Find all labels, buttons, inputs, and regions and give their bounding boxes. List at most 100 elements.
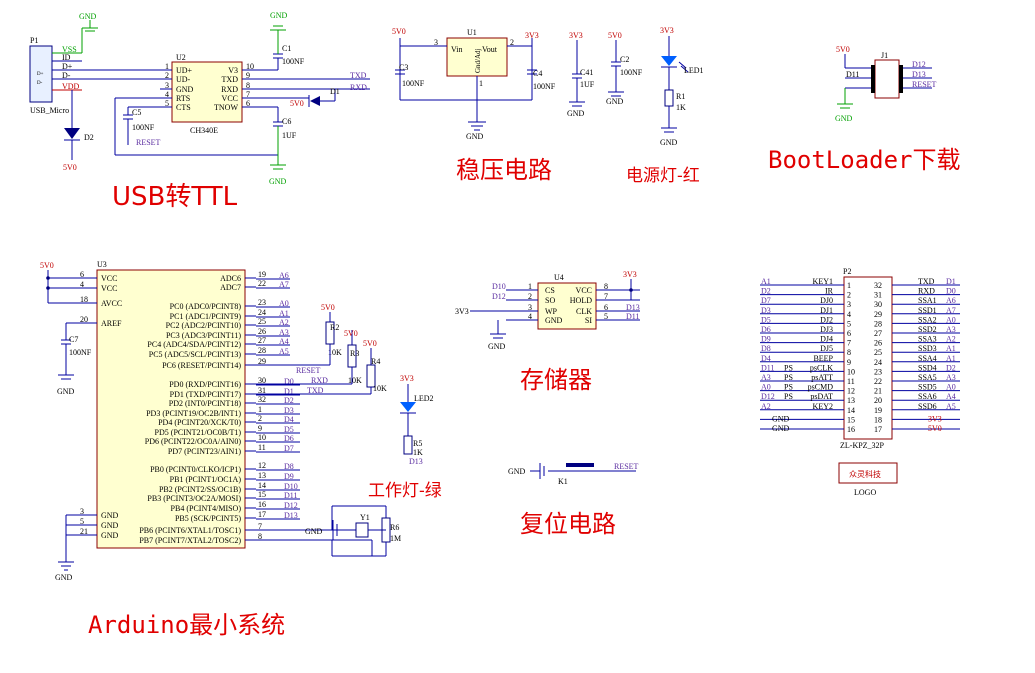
c3-value: 100NF — [402, 79, 425, 88]
p2-pin-signal: SSA2 — [918, 315, 937, 324]
mcu-net-label: D12 — [284, 501, 298, 510]
u1-ref: U1 — [467, 28, 477, 37]
ch340-ref: U2 — [176, 53, 186, 62]
p2-net-label: A4 — [946, 392, 956, 401]
flash-pin-name: SI — [585, 316, 592, 325]
mcu-pin-num: 19 — [258, 270, 266, 279]
c4-value: 100NF — [533, 82, 556, 91]
d1-label: D1 — [330, 87, 340, 96]
p2-net-label: A0 — [946, 383, 956, 392]
mcu-net-label: A7 — [279, 280, 289, 289]
ch340-reset-label: RESET — [136, 138, 161, 147]
mcu-net-label: D2 — [284, 396, 294, 405]
p2-net-label: D5 — [761, 315, 771, 324]
p2-pin-num: 20 — [874, 396, 882, 405]
usb-pin-dm: D- — [37, 81, 43, 86]
r6-label: R6 — [390, 523, 399, 532]
power-led-title: 电源灯-红 — [626, 166, 700, 186]
resistor-r1 — [664, 89, 674, 107]
ch340-txd-net: TXD — [350, 71, 367, 80]
c6-gnd-label: GND — [269, 177, 287, 186]
usb-vss-label: VSS — [62, 45, 77, 54]
p2-net-label: D8 — [761, 344, 771, 353]
p2-pin-signal: KEY1 — [813, 277, 833, 286]
mcu-net-label: RESET — [296, 366, 321, 375]
mcu-pin-name: PD2 (INT0/PCINT18) — [169, 399, 242, 408]
reg-3v3-label: 3V3 — [525, 31, 539, 40]
p2-pin-signal: psATT — [811, 373, 833, 382]
c7-label: C7 — [69, 335, 78, 344]
p2-pin-signal2: PS — [784, 373, 793, 382]
ch340-pin-name: UD- — [176, 75, 191, 84]
mcu-pin-name: PB7 (PCINT7/XTAL2/TOSC2) — [139, 536, 241, 545]
mcu-pin-name: PB5 (SCK/PCINT5) — [175, 514, 241, 523]
mcu-pin-num: 6 — [80, 270, 84, 279]
mcu-pin-num: 30 — [258, 376, 266, 385]
p2-net-label: D0 — [946, 287, 956, 296]
r3-5v-label: 5V0 — [344, 329, 358, 338]
mcu-pin-name: PD7 (PCINT23/AIN1) — [168, 447, 241, 456]
p2-net-label: GND — [772, 414, 790, 423]
flash-pin-name: CLK — [576, 307, 592, 316]
mcu-pin-name: PC5 (ADC5/SCL/PCINT13) — [149, 350, 242, 359]
p2-pin-num: 24 — [874, 358, 882, 367]
p2-net-label: 5V0 — [928, 424, 942, 433]
y1-gnd-label: GND — [305, 527, 323, 536]
flash-u4 — [537, 282, 597, 330]
p2-net-label: D12 — [761, 392, 775, 401]
flash-net-label: D12 — [492, 292, 506, 301]
mcu-net-label: D5 — [284, 425, 294, 434]
mcu-pin-num: 25 — [258, 317, 266, 326]
p2-net-label: D2 — [946, 363, 956, 372]
ch340-pin-num: 4 — [165, 90, 169, 99]
u1-vout: Vout — [482, 45, 498, 54]
mcu-u3 — [96, 269, 246, 549]
p2-pin-signal: SSA5 — [918, 373, 937, 382]
mcu-pin-num: 5 — [80, 517, 84, 526]
p2-pin-signal: SSD3 — [918, 344, 937, 353]
p2-pin-signal: SSA1 — [918, 296, 937, 305]
mcu-pin-name: PB0 (PCINT0/CLKO/ICP1) — [150, 465, 241, 474]
flash-pin-name: VCC — [576, 286, 592, 295]
flash-pin-num: 4 — [528, 312, 532, 321]
ch340-pin-num: 2 — [165, 71, 169, 80]
p2-pin-num: 17 — [874, 425, 882, 434]
c7-gnd-label: GND — [57, 387, 75, 396]
p2-net-label: 3V3 — [928, 414, 942, 423]
r5-net: D13 — [409, 457, 423, 466]
j1-d12: D12 — [912, 60, 926, 69]
mcu-pin-num: 24 — [258, 308, 266, 317]
d2-5v-label: 5V0 — [63, 163, 77, 172]
mcu-pin-name: PB6 (PCINT6/XTAL1/TOSC1) — [139, 526, 241, 535]
u1-vin: Vin — [451, 45, 463, 54]
r4-5v-label: 5V0 — [363, 339, 377, 348]
r4-value: 10K — [373, 384, 387, 393]
p2-net-label: GND — [772, 424, 790, 433]
usb-gnd-label: GND — [79, 12, 97, 21]
usb-id-label: ID — [62, 53, 71, 62]
p2-net-label: A1 — [946, 354, 956, 363]
p2-net-label: D4 — [761, 354, 771, 363]
flash-net-label: D10 — [492, 282, 506, 291]
p2-pin-num: 3 — [847, 300, 851, 309]
p2-pin-signal2: PS — [784, 392, 793, 401]
p2-pin-signal: psDAT — [810, 392, 833, 401]
ch340-5v-label: 5V0 — [290, 99, 304, 108]
p2-pin-num: 31 — [874, 291, 882, 300]
flash-pin-name: SO — [545, 296, 555, 305]
flash-pin-num: 7 — [604, 292, 608, 301]
regulator-title: 稳压电路 — [456, 156, 552, 184]
mcu-pin-num: 20 — [80, 315, 88, 324]
flash-pin-num: 5 — [604, 312, 608, 321]
usb-vdd-label: VDD — [62, 82, 80, 91]
p2-pin-signal: SSA3 — [918, 335, 937, 344]
usb-ref: P1 — [30, 36, 38, 45]
mcu-net-label: A0 — [279, 299, 289, 308]
c1-gnd-label: GND — [270, 11, 288, 20]
mcu-pin-name: VCC — [101, 284, 117, 293]
mcu-pin-name: PC2 (ADC2/PCINT10) — [166, 321, 242, 330]
bootloader-title: BootLoader下载 — [768, 146, 961, 174]
flash-pin-num: 3 — [528, 303, 532, 312]
mcu-pin-num: 23 — [258, 298, 266, 307]
